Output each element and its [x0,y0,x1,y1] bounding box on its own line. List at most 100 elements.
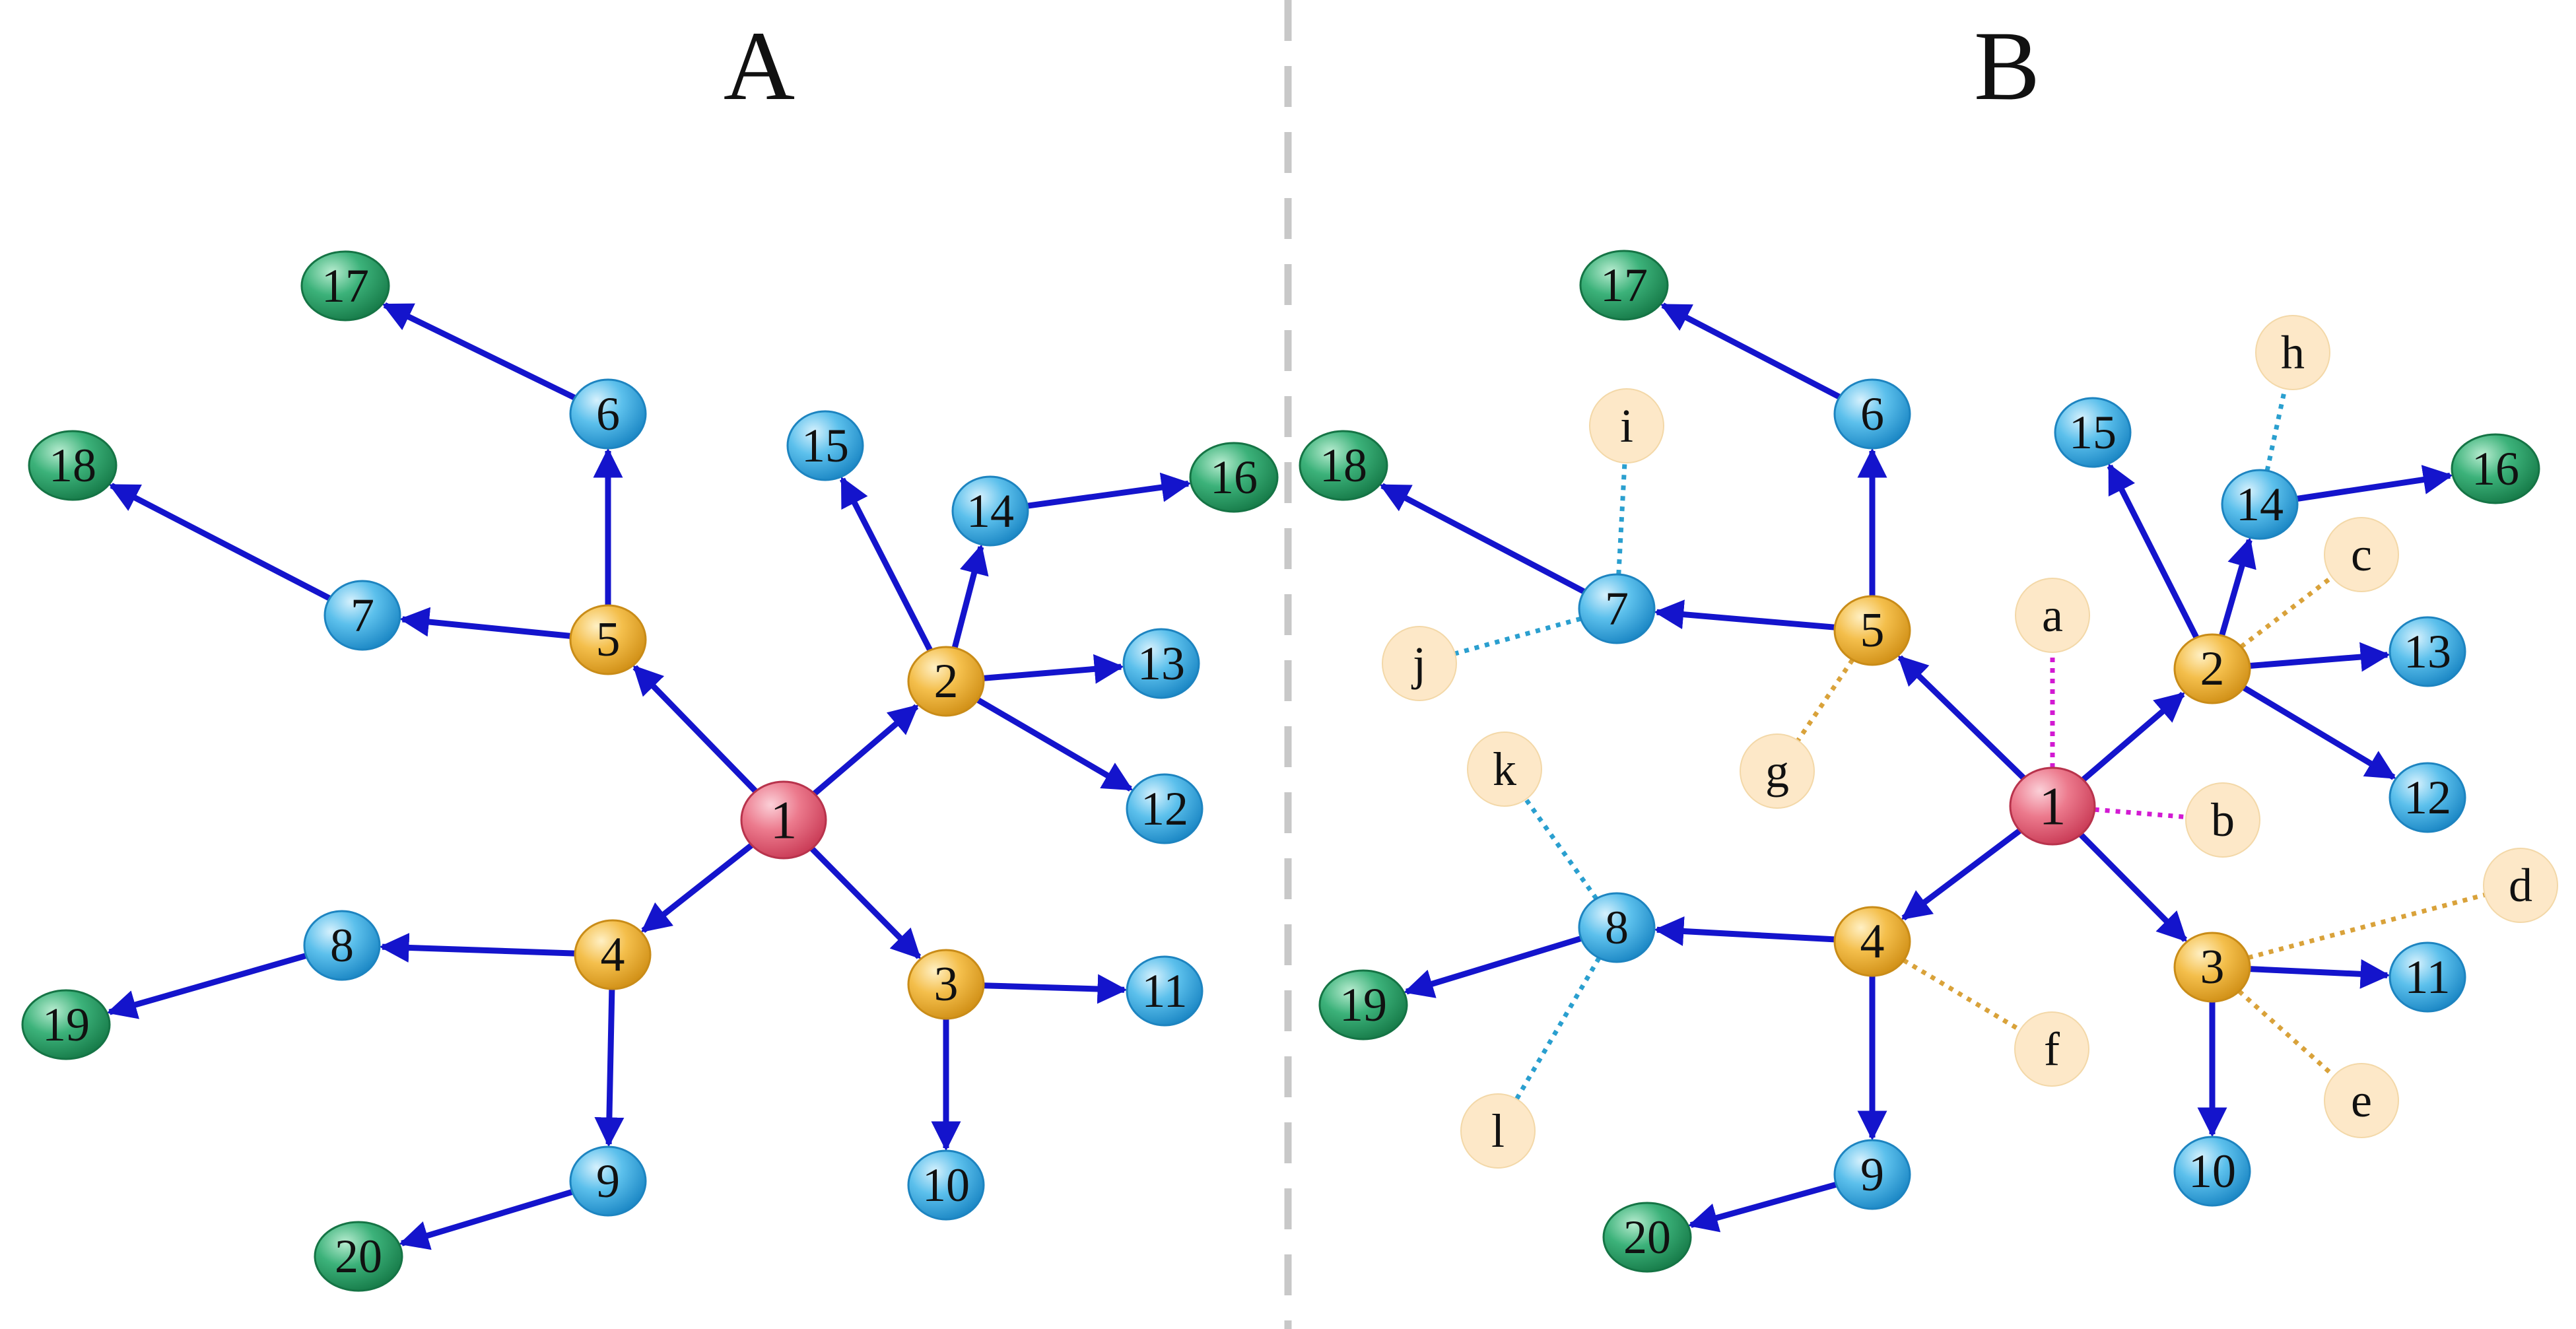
node-5-label: 5 [1860,603,1885,658]
node-18-shape [28,430,118,501]
node-16: 16 [2451,433,2540,504]
edge-2-to-15 [839,476,933,652]
node-g: g [1740,733,1815,809]
edge-4-to-9 [594,988,625,1147]
edge-2-to-15 [2107,463,2200,639]
node-12: 12 [2389,762,2466,833]
node-c-shape [2324,517,2399,592]
edge-6-to-17 [382,302,576,401]
node-h: h [2255,315,2330,390]
node-17: 17 [300,250,390,322]
node-8-label: 8 [1605,901,1629,954]
node-13: 13 [1122,628,1200,699]
node-5: 5 [569,604,647,675]
node-17-shape [1579,250,1669,321]
node-1: 1 [2009,767,2096,846]
node-7-label: 7 [351,589,374,642]
edge-1-to-3 [2078,832,2188,942]
node-f-label: f [2044,1023,2060,1075]
edge-3-to-e [2237,989,2336,1078]
node-8: 8 [303,910,381,981]
node-7-label: 7 [1605,582,1629,635]
node-b-label: b [2211,794,2235,846]
edge-1-to-4 [1901,828,2022,921]
node-f-shape [2014,1011,2089,1087]
node-2-label: 2 [2200,642,2225,696]
edge-9-to-20 [1687,1181,1837,1233]
edge-2-to-14 [2219,537,2256,636]
node-c: c [2324,517,2399,592]
node-10: 10 [907,1149,985,1221]
node-11-shape [2389,941,2466,1013]
node-17-label: 17 [322,259,369,312]
node-13-label: 13 [1137,637,1185,690]
node-4-shape [574,919,652,990]
edge-1-to-4 [640,842,754,934]
node-12-shape [2389,762,2466,833]
node-2: 2 [907,646,985,717]
node-14: 14 [951,475,1029,547]
node-12-label: 12 [1141,782,1188,835]
node-e-label: e [2351,1074,2372,1127]
node-19-label: 19 [1339,978,1387,1031]
node-9: 9 [569,1145,647,1217]
node-13: 13 [2389,616,2466,687]
node-11-shape [1126,955,1203,1027]
edge-1-to-2 [812,704,919,796]
node-6-label: 6 [596,388,620,440]
node-3-label: 3 [2200,940,2225,994]
node-3: 3 [907,949,985,1020]
node-9-shape [1833,1139,1911,1210]
edge-8-to-19 [106,953,307,1019]
node-3-shape [907,949,985,1020]
node-6-shape [569,378,647,450]
edge-7-to-18 [108,483,331,601]
edge-2-to-14 [951,544,989,649]
node-e-shape [2324,1063,2399,1138]
node-7: 7 [1578,573,1656,644]
node-19-label: 19 [42,998,90,1051]
edge-8-to-19 [1404,936,1582,998]
node-a-shape [2015,578,2090,653]
node-i: i [1589,388,1664,463]
node-6-shape [1833,378,1911,450]
node-k-label: k [1493,743,1516,796]
node-12: 12 [1126,773,1203,844]
edge-4-to-8 [1654,916,1835,946]
node-14-shape [2221,469,2299,540]
edge-1-to-3 [809,846,922,959]
node-14: 14 [2221,469,2299,540]
node-1-label: 1 [770,790,797,850]
edge-6-to-17 [1660,302,1841,400]
node-k-shape [1467,732,1542,807]
node-6: 6 [1833,378,1911,450]
node-6: 6 [569,378,647,450]
edge-3-to-11 [983,974,1128,1004]
node-4-label: 4 [1860,914,1885,969]
node-17-shape [300,250,390,322]
node-17: 17 [1579,250,1669,321]
node-h-shape [2255,315,2330,390]
node-15: 15 [786,410,864,481]
node-16-shape [1189,442,1279,513]
node-12-label: 12 [2404,771,2451,824]
node-15-shape [2054,397,2132,468]
node-2-label: 2 [934,654,959,708]
node-4-shape [1833,906,1911,977]
edge-7-to-j [1454,616,1582,656]
node-d-shape [2483,848,2558,923]
node-20-shape [314,1221,403,1292]
edge-3-to-d [2247,893,2486,960]
node-e: e [2324,1063,2399,1138]
edge-2-to-12 [976,697,1134,792]
node-20: 20 [1602,1202,1692,1273]
node-18-label: 18 [1320,439,1367,492]
node-k: k [1467,732,1542,807]
node-14-shape [951,475,1029,547]
node-d: d [2483,848,2558,923]
edge-4-to-f [1902,958,2021,1033]
edge-4-to-8 [379,932,576,963]
node-i-label: i [1620,399,1633,452]
node-3: 3 [2173,932,2251,1003]
